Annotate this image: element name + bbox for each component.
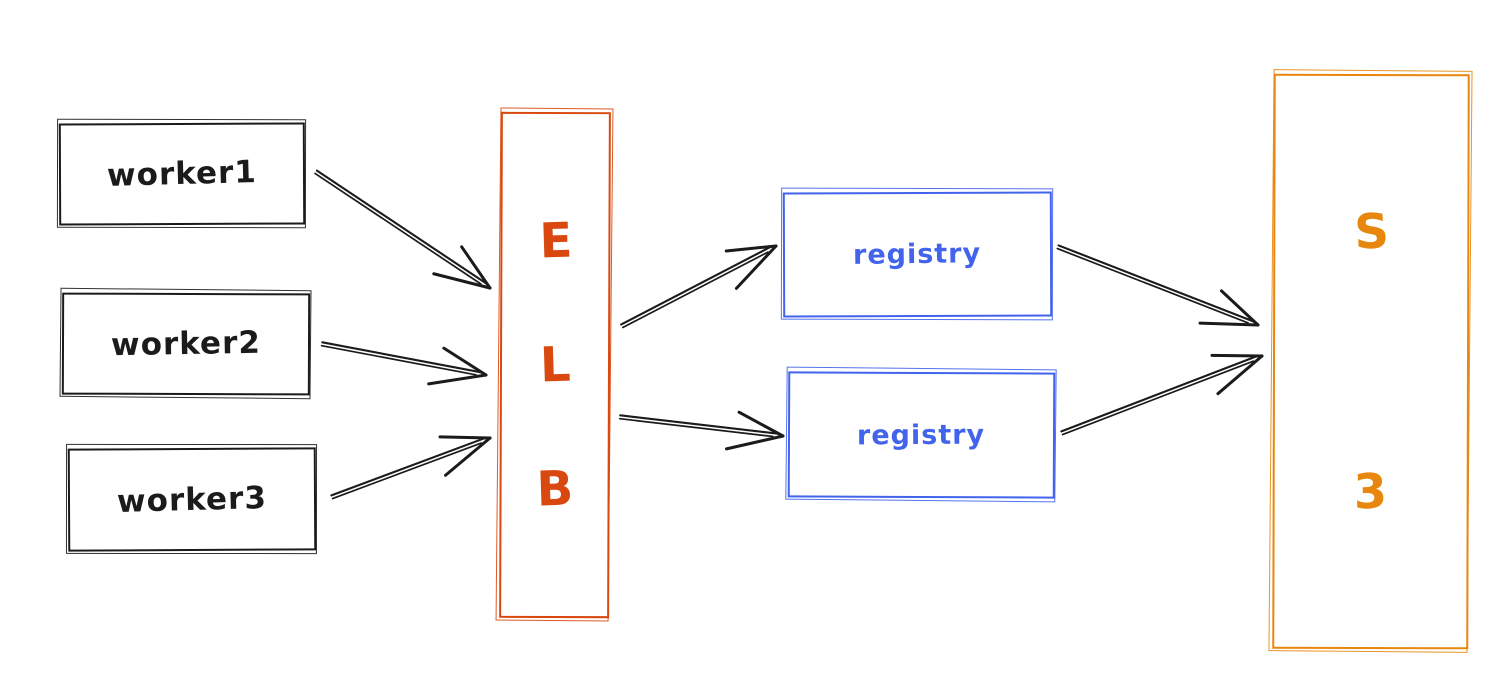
arrow-registry1-to-s3: [1056, 244, 1260, 327]
arrow-worker2-to-elb: [320, 341, 488, 386]
arrow-worker1-to-elb: [314, 169, 492, 290]
s3-letter-3: 3: [1353, 462, 1389, 521]
arrow-registry2-to-s3: [1060, 353, 1264, 436]
elb-letter-b: B: [535, 460, 574, 518]
worker3-label: worker3: [116, 479, 268, 520]
node-worker3: worker3: [67, 447, 317, 552]
node-registry-1: registry: [782, 191, 1053, 318]
registry-2-label: registry: [857, 419, 986, 451]
node-worker1: worker1: [58, 122, 306, 226]
elb-label: E L B: [501, 114, 609, 616]
node-s3: S 3: [1272, 73, 1470, 650]
s3-label: S 3: [1274, 76, 1467, 648]
worker1-label: worker1: [106, 154, 258, 194]
node-elb: E L B: [499, 111, 611, 619]
registry-1-label: registry: [853, 238, 982, 271]
elb-letter-l: L: [538, 336, 572, 394]
elb-letter-e: E: [538, 212, 573, 270]
node-registry-2: registry: [787, 371, 1056, 499]
arrow-worker3-to-elb: [330, 435, 492, 500]
arrow-elb-to-registry1: [620, 244, 778, 329]
worker2-label: worker2: [110, 324, 262, 364]
node-worker2: worker2: [61, 292, 311, 396]
s3-letter-s: S: [1353, 202, 1390, 261]
arrow-elb-to-registry2: [618, 410, 785, 451]
